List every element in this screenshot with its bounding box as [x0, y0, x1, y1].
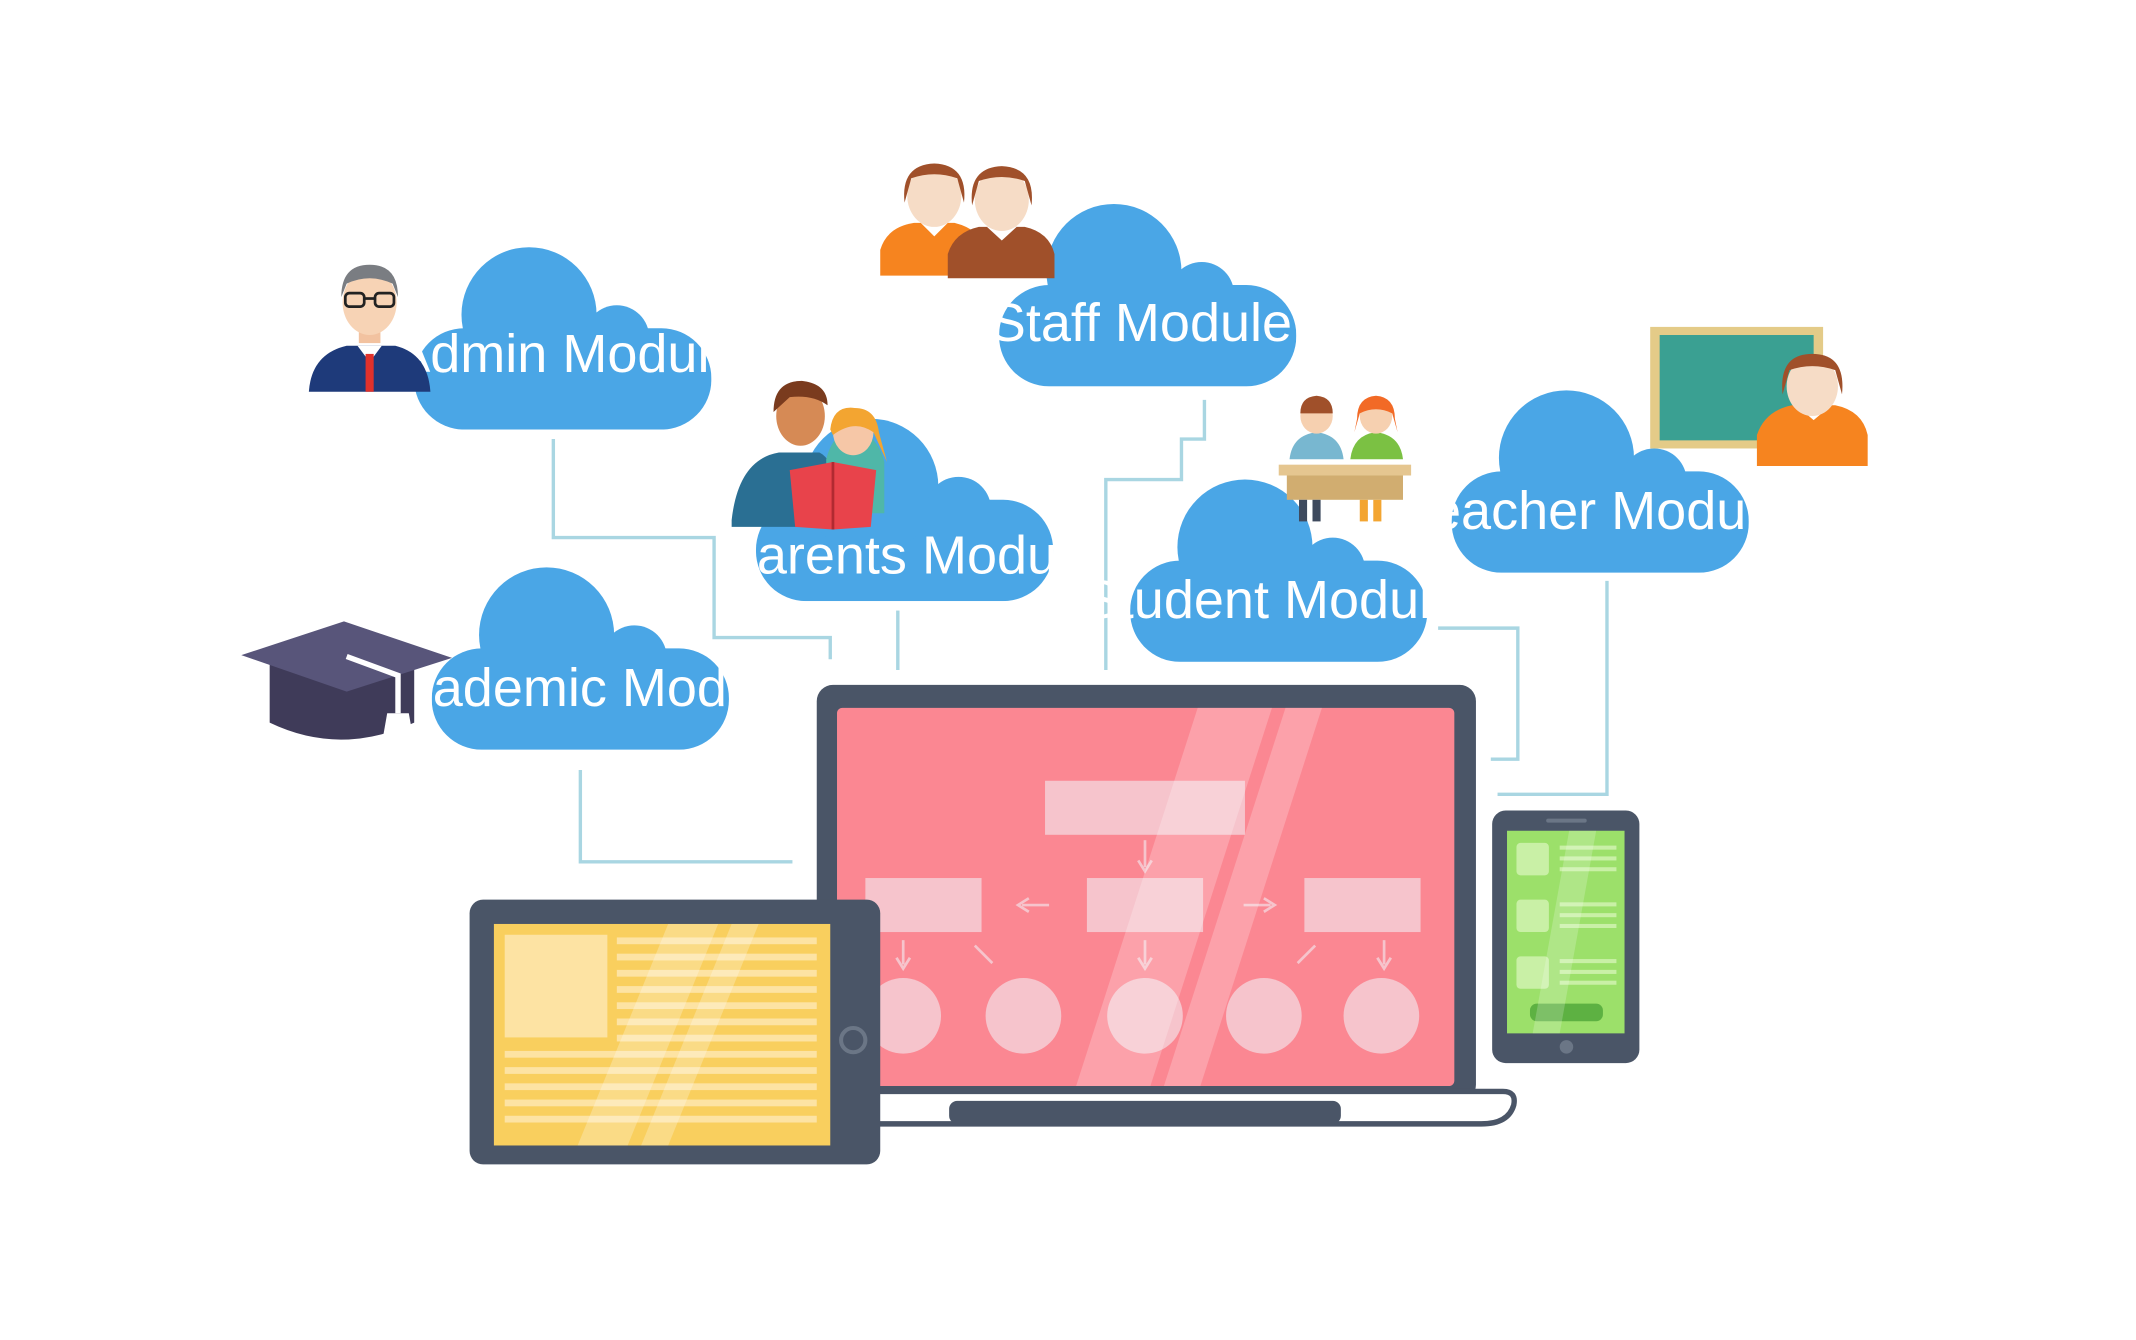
staff-module-label: Staff Module	[990, 293, 1292, 353]
connector-teacher	[1498, 581, 1607, 794]
laptop-device	[817, 685, 1514, 1124]
academic-module-label: Academic Module	[370, 658, 799, 718]
phone-device	[1492, 810, 1639, 1063]
connector-academic	[580, 770, 792, 862]
teacher-module-label: Teacher Module	[1404, 481, 1788, 541]
tablet-device	[470, 900, 881, 1165]
admin-module-label: Admin Module	[394, 324, 739, 384]
staff-people-icon	[880, 163, 1054, 278]
parents-module-label: Parents Module	[721, 525, 1099, 585]
students-at-desk-icon	[1279, 396, 1411, 522]
cloud-admin-module: Admin Module	[394, 247, 739, 429]
parent-child-reading-icon	[732, 381, 887, 530]
teacher-blackboard-icon	[1650, 327, 1867, 466]
student-module-label: Student Module	[1083, 570, 1461, 630]
